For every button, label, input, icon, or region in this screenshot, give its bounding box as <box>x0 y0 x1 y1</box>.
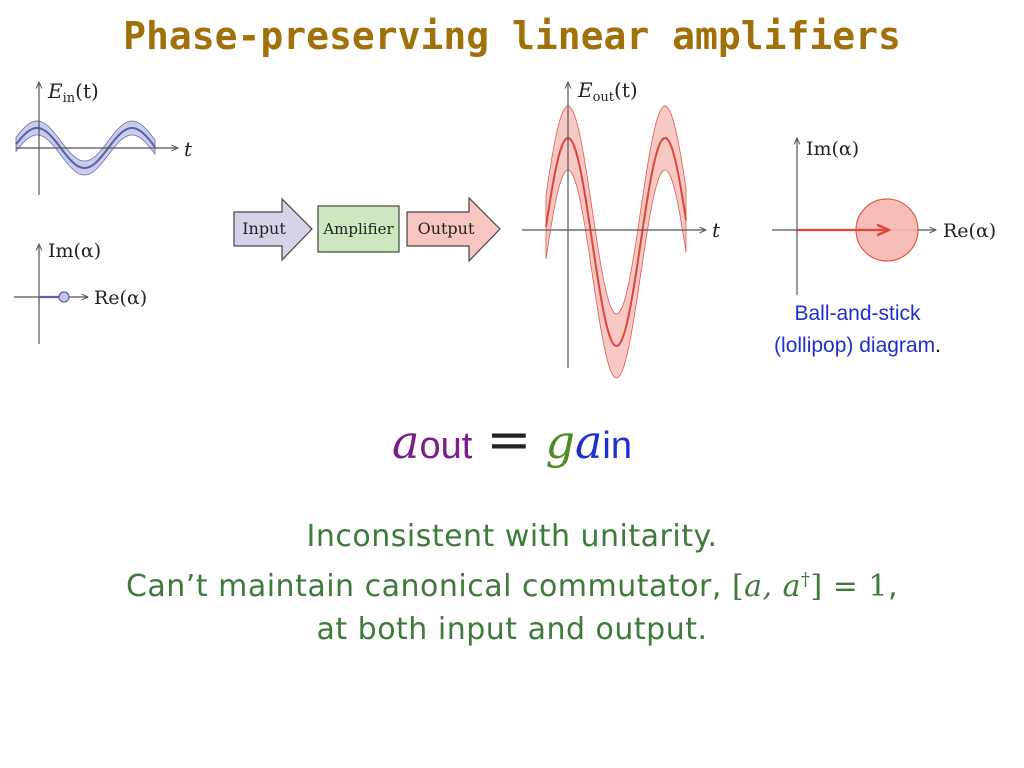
output-noise-band <box>545 105 687 379</box>
amplifier-block <box>317 205 400 253</box>
a-in-subscript: in <box>602 425 632 467</box>
output-plot-y-label: Eout(t) <box>577 78 638 105</box>
caption-period: . <box>935 334 941 357</box>
input-phasor-im-label: Im(α) <box>48 240 101 262</box>
commutator-open: [ <box>731 569 745 604</box>
dagger-symbol: † <box>801 569 811 590</box>
commutator-trailing-comma: , <box>888 569 899 604</box>
input-block-label: Input <box>242 219 286 238</box>
explanation-line-1: Inconsistent with unitarity. <box>306 519 718 554</box>
input-time-plot: Ein(t) t <box>15 79 193 195</box>
output-time-plot: Eout(t) t <box>522 78 721 379</box>
input-plot-y-label: Ein(t) <box>47 79 99 106</box>
output-phasor-re-label: Re(α) <box>943 220 996 242</box>
output-block-label: Output <box>418 219 475 238</box>
commutator-lead-text: Can’t maintain canonical commutator, <box>125 569 732 604</box>
commutator-expression: [a, a†] = 1 <box>732 569 888 604</box>
caption-line-2: (lollipop) diagram <box>774 334 936 357</box>
explanation-line-3: at both input and output. <box>316 612 708 647</box>
page-title: Phase-preserving linear amplifiers <box>123 14 901 58</box>
a-out-symbol: a <box>392 415 420 469</box>
gain-symbol: g <box>545 415 575 469</box>
output-signal-wave <box>545 136 687 347</box>
a-in-symbol: a <box>574 415 603 469</box>
amplifier-block-label: Amplifier <box>322 220 394 238</box>
input-plot-x-label: t <box>184 137 193 161</box>
input-phasor-ball <box>58 291 70 303</box>
output-block-arrow <box>406 196 501 263</box>
lollipop-caption: Ball-and-stick (lollipop) diagram. <box>720 298 995 362</box>
input-block-arrow <box>233 197 313 262</box>
a-out-subscript: out <box>419 425 473 467</box>
output-phasor-plot: Im(α) Re(α) <box>772 138 996 295</box>
input-phasor-re-label: Re(α) <box>94 287 147 309</box>
output-plot-x-label: t <box>712 218 721 242</box>
equals-sign: = <box>486 408 532 471</box>
input-phasor-plot: Im(α) Re(α) <box>14 240 147 344</box>
explanation-text: Inconsistent with unitarity. Can’t maint… <box>0 515 1024 651</box>
commutator-close: ] = 1 <box>810 569 888 604</box>
block-diagram: Input Amplifier Output <box>233 196 501 263</box>
commutator-operators: a, a <box>744 569 801 604</box>
caption-line-1: Ball-and-stick <box>794 302 921 325</box>
output-phasor-im-label: Im(α) <box>806 138 859 160</box>
explanation-line-2: Can’t maintain canonical commutator, [a,… <box>0 558 1024 608</box>
amplifier-equation: aout=gain <box>0 408 1024 471</box>
